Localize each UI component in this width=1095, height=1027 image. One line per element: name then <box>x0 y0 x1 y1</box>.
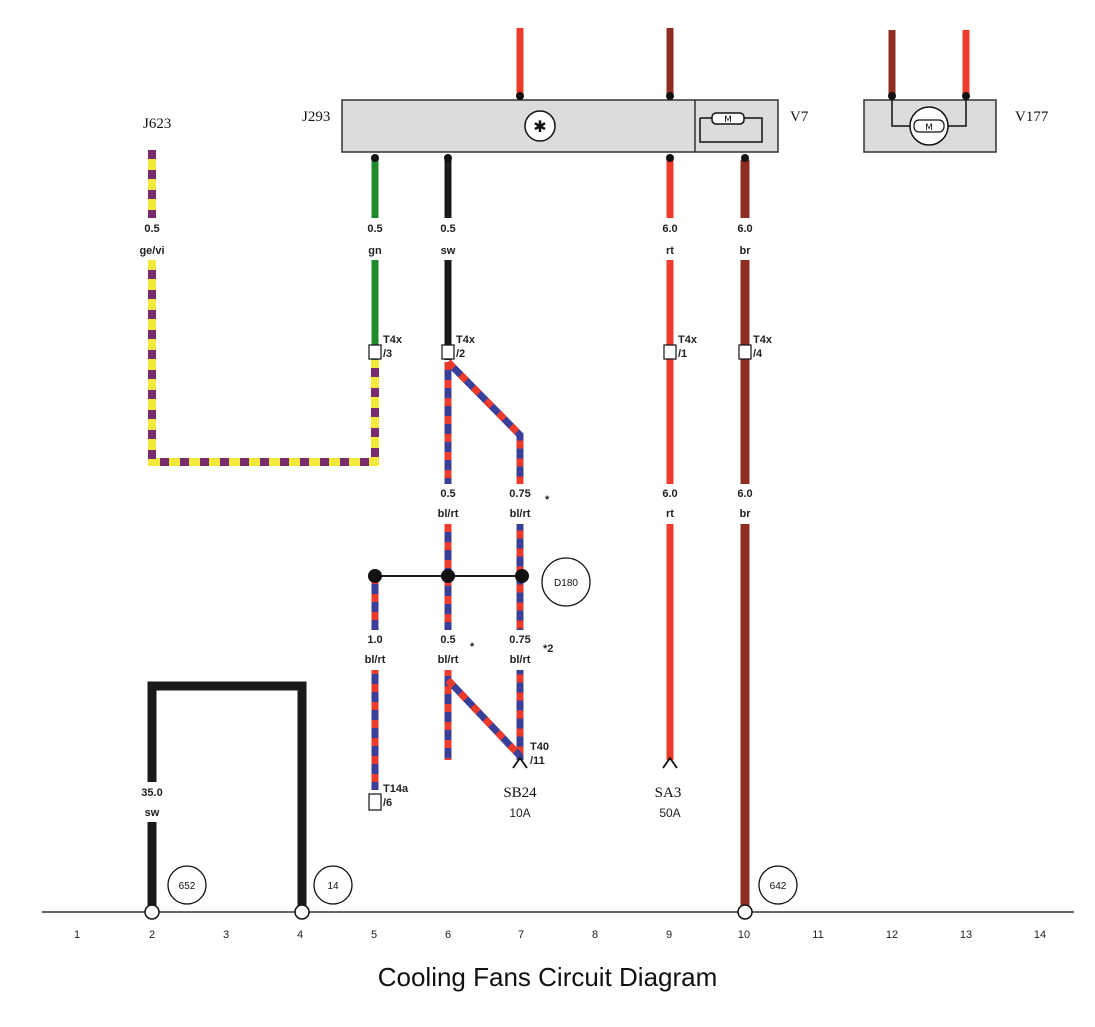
wire-label-size: 0.5 <box>440 488 455 500</box>
v177-module: M <box>863 92 997 153</box>
wire-label-size: 0.5 <box>367 223 382 235</box>
component-labels: J623 J293 V7 V177 <box>143 109 1049 132</box>
wire-ge-vi-j623 <box>148 150 379 466</box>
wire-label-color: rt <box>666 245 674 257</box>
wire-label-size: 6.0 <box>662 488 677 500</box>
ruler-number: 10 <box>738 929 750 941</box>
j293-module: ✱ M <box>341 92 779 162</box>
component-v7: V7 <box>790 109 809 125</box>
ruler-number: 5 <box>371 929 377 941</box>
note-star: * <box>545 494 550 506</box>
wire-label-size: 35.0 <box>141 787 162 799</box>
column-ruler: 1 2 3 4 5 6 7 8 9 10 11 12 13 14 <box>74 929 1046 941</box>
ruler-number: 2 <box>149 929 155 941</box>
ground-652: 652 <box>179 881 196 892</box>
svg-text:/3: /3 <box>383 348 392 360</box>
wires <box>147 28 970 912</box>
svg-text:T4x: T4x <box>383 334 403 346</box>
wire-label-color: gn <box>368 245 382 257</box>
wire-label-size: 6.0 <box>737 488 752 500</box>
wire-label-color: ge/vi <box>139 245 164 257</box>
wire-label-color: bl/rt <box>438 654 459 666</box>
diagram-caption: Cooling Fans Circuit Diagram <box>377 962 718 992</box>
fuse-sb24-rating: 10A <box>509 806 530 820</box>
ruler-number: 14 <box>1034 929 1046 941</box>
ruler-number: 7 <box>518 929 524 941</box>
ruler-number: 9 <box>666 929 672 941</box>
splice-points: D180 <box>368 557 591 607</box>
svg-text:/11: /11 <box>530 755 545 767</box>
note-star2: *2 <box>543 643 553 655</box>
ruler-number: 11 <box>812 929 823 941</box>
component-v177: V177 <box>1015 109 1049 125</box>
ground-bus: 652 14 642 <box>42 865 1074 920</box>
ruler-number: 13 <box>960 929 972 941</box>
wire-label-color: bl/rt <box>438 508 459 520</box>
svg-text:T4x: T4x <box>753 334 773 346</box>
ruler-number: 1 <box>74 929 80 941</box>
relay-icon <box>524 110 556 142</box>
relay-icon: ✱ <box>533 117 546 136</box>
wire-label-color: rt <box>666 508 674 520</box>
svg-text:T4x: T4x <box>456 334 476 346</box>
wire-label-size: 0.5 <box>440 634 455 646</box>
connectors: T4x /3 T4x /2 T4x /1 T4x /4 T14a /6 T40 … <box>368 334 773 811</box>
ruler-number: 8 <box>592 929 598 941</box>
connector-sa3 <box>662 756 678 769</box>
wire-label-size: 0.5 <box>440 223 455 235</box>
connector-t4x-4: T4x /4 <box>738 334 773 360</box>
wire-label-size: 6.0 <box>737 223 752 235</box>
svg-text:/2: /2 <box>456 348 465 360</box>
motor-icon: M <box>699 112 763 143</box>
wire-label-color: sw <box>441 245 456 257</box>
svg-text:/4: /4 <box>753 348 763 360</box>
wire-labels: 0.5 ge/vi 0.5 gn 0.5 sw 6.0 rt 6.0 br 0.… <box>130 218 762 822</box>
wire-label-color: bl/rt <box>510 654 531 666</box>
wires-bl-rt <box>371 359 524 790</box>
wire-label-color: bl/rt <box>365 654 386 666</box>
ruler-number: 3 <box>223 929 229 941</box>
connector-t14a: T14a /6 <box>368 783 409 811</box>
wire-label-color: sw <box>145 807 160 819</box>
svg-text:M: M <box>925 123 933 133</box>
component-j293: J293 <box>302 109 330 125</box>
wire-label-size: 6.0 <box>662 223 677 235</box>
wire-label-color: br <box>740 245 752 257</box>
ground-marker <box>758 865 798 905</box>
ruler-number: 12 <box>886 929 898 941</box>
fuse-sa3: SA3 <box>655 785 682 801</box>
ruler-number: 4 <box>297 929 303 941</box>
connector-t40: T40 /11 <box>512 741 549 769</box>
svg-text:T14a: T14a <box>383 783 409 795</box>
ruler-number: 6 <box>445 929 451 941</box>
svg-text:T4x: T4x <box>678 334 698 346</box>
ground-marker <box>313 865 353 905</box>
wire-ge-vi-j623-stripe <box>148 150 379 466</box>
svg-text:T40: T40 <box>530 741 549 753</box>
note-star: * <box>470 641 475 653</box>
wire-label-color: bl/rt <box>510 508 531 520</box>
ground-14: 14 <box>327 881 339 892</box>
wire-label-size: 0.75 <box>509 488 530 500</box>
ground-marker <box>167 865 207 905</box>
svg-text:M: M <box>724 115 732 125</box>
wire-label-color: br <box>740 508 752 520</box>
svg-text:/1: /1 <box>678 348 687 360</box>
wire-label-size: 1.0 <box>367 634 382 646</box>
ground-d180: D180 <box>554 578 578 589</box>
ground-marker <box>541 557 591 607</box>
fuse-sb24: SB24 <box>503 785 537 801</box>
connector-t4x-3: T4x /3 <box>368 334 403 360</box>
fuse-labels: SB24 10A SA3 50A <box>503 785 681 820</box>
fuse-sa3-rating: 50A <box>659 806 680 820</box>
wire-label-size: 0.75 <box>509 634 530 646</box>
ground-642: 642 <box>770 881 787 892</box>
connector-t4x-1: T4x /1 <box>663 334 698 360</box>
component-j623: J623 <box>143 116 171 132</box>
connector-t4x-2: T4x /2 <box>441 334 476 360</box>
svg-text:/6: /6 <box>383 797 392 809</box>
wire-label-size: 0.5 <box>144 223 159 235</box>
